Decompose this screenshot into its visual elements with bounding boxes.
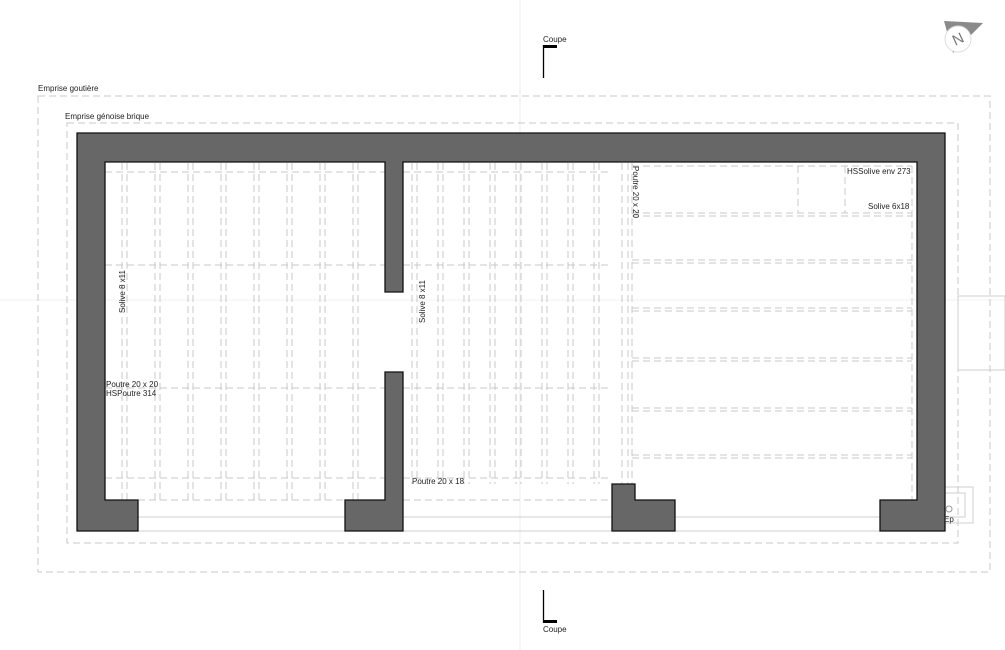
svg-text:Coupe: Coupe [543,625,567,634]
genoise-outline-label: Emprise génoise brique [65,112,150,121]
section-marker-bottom[interactable]: Coupe [542,590,567,634]
downpipe-label: Ep [944,515,954,524]
pier-wall [611,483,676,532]
svg-text:Coupe: Coupe [543,35,567,44]
gutter-outline-label: Emprise goutière [38,84,99,93]
downpipe-icon [945,505,953,513]
middle-beam-label: Poutre 20 x 18 [412,477,465,486]
left-joist-label: Solive 8 x11 [118,269,127,313]
gutter-outline [37,95,991,573]
outer-wall [76,132,946,532]
genoise-outline [66,122,959,544]
sill [137,516,881,532]
joist-layer [105,163,913,501]
right-beam-label: Poutre 20 x 20 [631,166,640,219]
right-joist-label: Solive 6x18 [868,202,910,211]
section-marker-top[interactable]: Coupe [542,35,567,78]
left-beam-height-label: HSPoutre 314 [106,389,157,398]
left-beam-label: Poutre 20 x 20 [106,380,159,389]
middle-wall-lower [344,371,404,532]
side-annex [957,295,1005,371]
right-joist-height-label: HSSolive env 273 [847,167,911,176]
north-arrow-icon: N [944,21,983,53]
middle-joist-label: Solive 8 x11 [418,279,427,323]
